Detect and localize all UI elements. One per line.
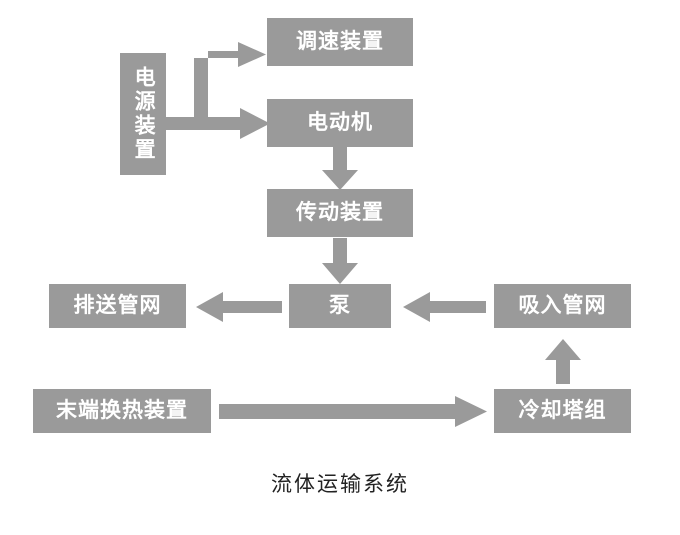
arrow-cooling-to-suction <box>545 339 581 384</box>
node-power-label: 电源装置 <box>132 66 156 162</box>
node-speed: 调速装置 <box>267 18 413 66</box>
node-cooling-label: 冷却塔组 <box>518 398 607 422</box>
arrow-terminal-to-cooling <box>219 396 487 427</box>
node-transmission: 传动装置 <box>267 189 413 237</box>
node-pump: 泵 <box>289 284 391 328</box>
node-transmission-label: 传动装置 <box>296 200 384 224</box>
arrow-suction-to-pump <box>403 292 486 322</box>
node-motor: 电动机 <box>267 99 413 147</box>
arrow-power-to-speed <box>166 30 271 122</box>
node-motor-label: 电动机 <box>307 110 373 134</box>
node-pump-label: 泵 <box>329 293 351 317</box>
arrow-motor-to-transmission <box>322 147 358 190</box>
node-discharge-label: 排送管网 <box>73 293 162 317</box>
arrow-power-to-motor <box>166 108 270 139</box>
arrow-transmission-to-pump <box>322 238 358 284</box>
node-speed-label: 调速装置 <box>296 29 384 53</box>
node-power: 电源装置 <box>120 53 166 175</box>
diagram-title: 流体运输系统 <box>271 472 409 496</box>
node-suction: 吸入管网 <box>494 284 631 328</box>
node-suction-label: 吸入管网 <box>518 293 607 317</box>
arrow-pump-to-discharge <box>196 292 282 322</box>
node-terminal-label: 末端换热装置 <box>56 398 188 422</box>
node-cooling: 冷却塔组 <box>494 389 631 433</box>
node-discharge: 排送管网 <box>49 284 186 328</box>
node-terminal: 末端换热装置 <box>33 389 211 433</box>
